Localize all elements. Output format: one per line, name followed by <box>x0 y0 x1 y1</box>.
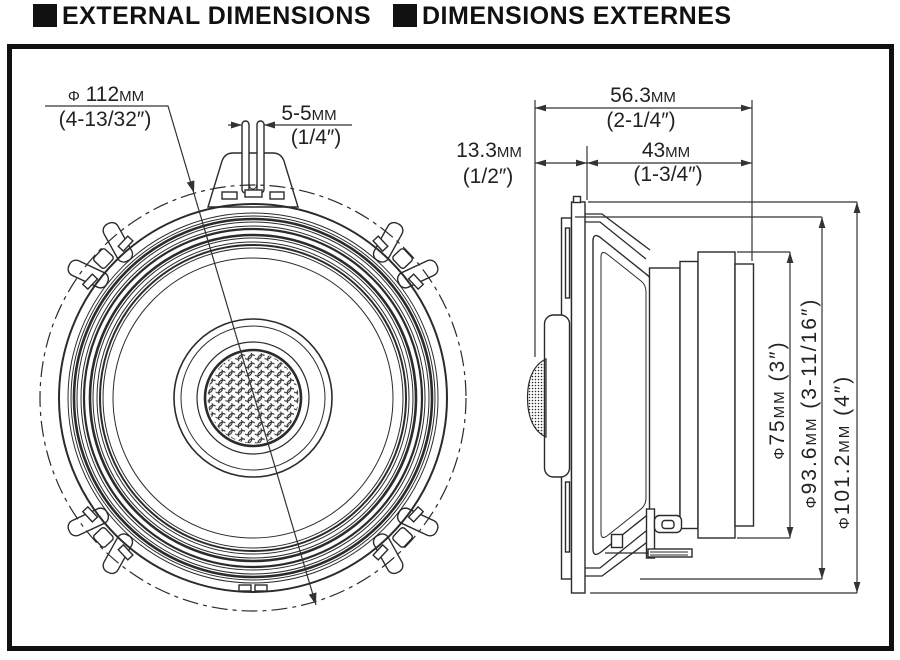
dim-133-inch: (1/2″) <box>463 165 514 188</box>
terminal-tab <box>207 120 299 208</box>
page-header: EXTERNAL DIMENSIONS DIMENSIONS EXTERNES <box>33 2 732 30</box>
bullet-square-icon <box>33 4 57 27</box>
bullet-square-icon <box>393 4 417 27</box>
tweeter-ring <box>173 318 333 478</box>
terminal-prong <box>241 120 250 194</box>
magnet-ring <box>679 260 699 530</box>
stamp-mark <box>254 584 268 592</box>
dim-563-mm: 56.3mm <box>610 84 676 107</box>
tweeter-dome <box>526 358 547 438</box>
cone-edge <box>112 257 394 539</box>
dim-dia-93: φ93.6mm (3-11/16″) <box>575 216 826 580</box>
dim-43-inch: (1-3/4″) <box>633 163 702 186</box>
dim-depth-56: 56.3mm (2-1/4″) <box>534 84 753 357</box>
dim-133-mm: 13.3mm <box>456 139 522 162</box>
flange-plate <box>570 201 586 594</box>
dim-protrusion-13: 13.3mm (1/2″) 43mm (1-3/4″) <box>456 139 752 200</box>
dim-101-label: φ101.2mm (4″) <box>831 375 854 529</box>
magnet-assembly <box>648 251 755 539</box>
terminal-prong <box>256 120 265 194</box>
dim-563-inch: (2-1/4″) <box>606 109 675 132</box>
tweeter-pod <box>526 314 571 478</box>
dim-93-label: φ93.6mm (3-11/16″) <box>798 298 821 509</box>
dim-dia-75: φ75mm (3″) <box>737 251 794 539</box>
dim-112-inch: (4-13/32″) <box>59 108 152 131</box>
basket <box>585 213 654 577</box>
dashdot-circle-112 <box>39 184 467 612</box>
dim-75-label: φ75mm (3″) <box>766 340 789 459</box>
dim-55-mm: 5-5mm <box>281 102 336 125</box>
magnet-front-plate <box>648 267 681 523</box>
dim-112-mm: φ 112mm <box>68 83 144 106</box>
dim-slot-5-5: 5-5mm (1/4″) <box>228 102 352 149</box>
stamp-mark <box>238 584 252 592</box>
dim-43-mm: 43mm <box>642 139 690 162</box>
magnet-yoke <box>697 251 736 539</box>
speaker-rings <box>58 203 448 593</box>
front-view <box>39 120 467 612</box>
tweeter-grille <box>203 348 303 448</box>
border-frame <box>7 44 894 651</box>
magnet-end-cap <box>734 263 755 527</box>
title-french: DIMENSIONS EXTERNES <box>422 2 732 30</box>
dim-diameter-112: φ 112mm (4-13/32″) <box>45 83 317 606</box>
title-english: EXTERNAL DIMENSIONS <box>62 2 371 30</box>
dim-dia-101: φ101.2mm (4″) <box>588 201 861 594</box>
dim-55-inch: (1/4″) <box>291 126 342 149</box>
side-view <box>526 195 755 594</box>
terminal-lugs <box>605 508 693 559</box>
